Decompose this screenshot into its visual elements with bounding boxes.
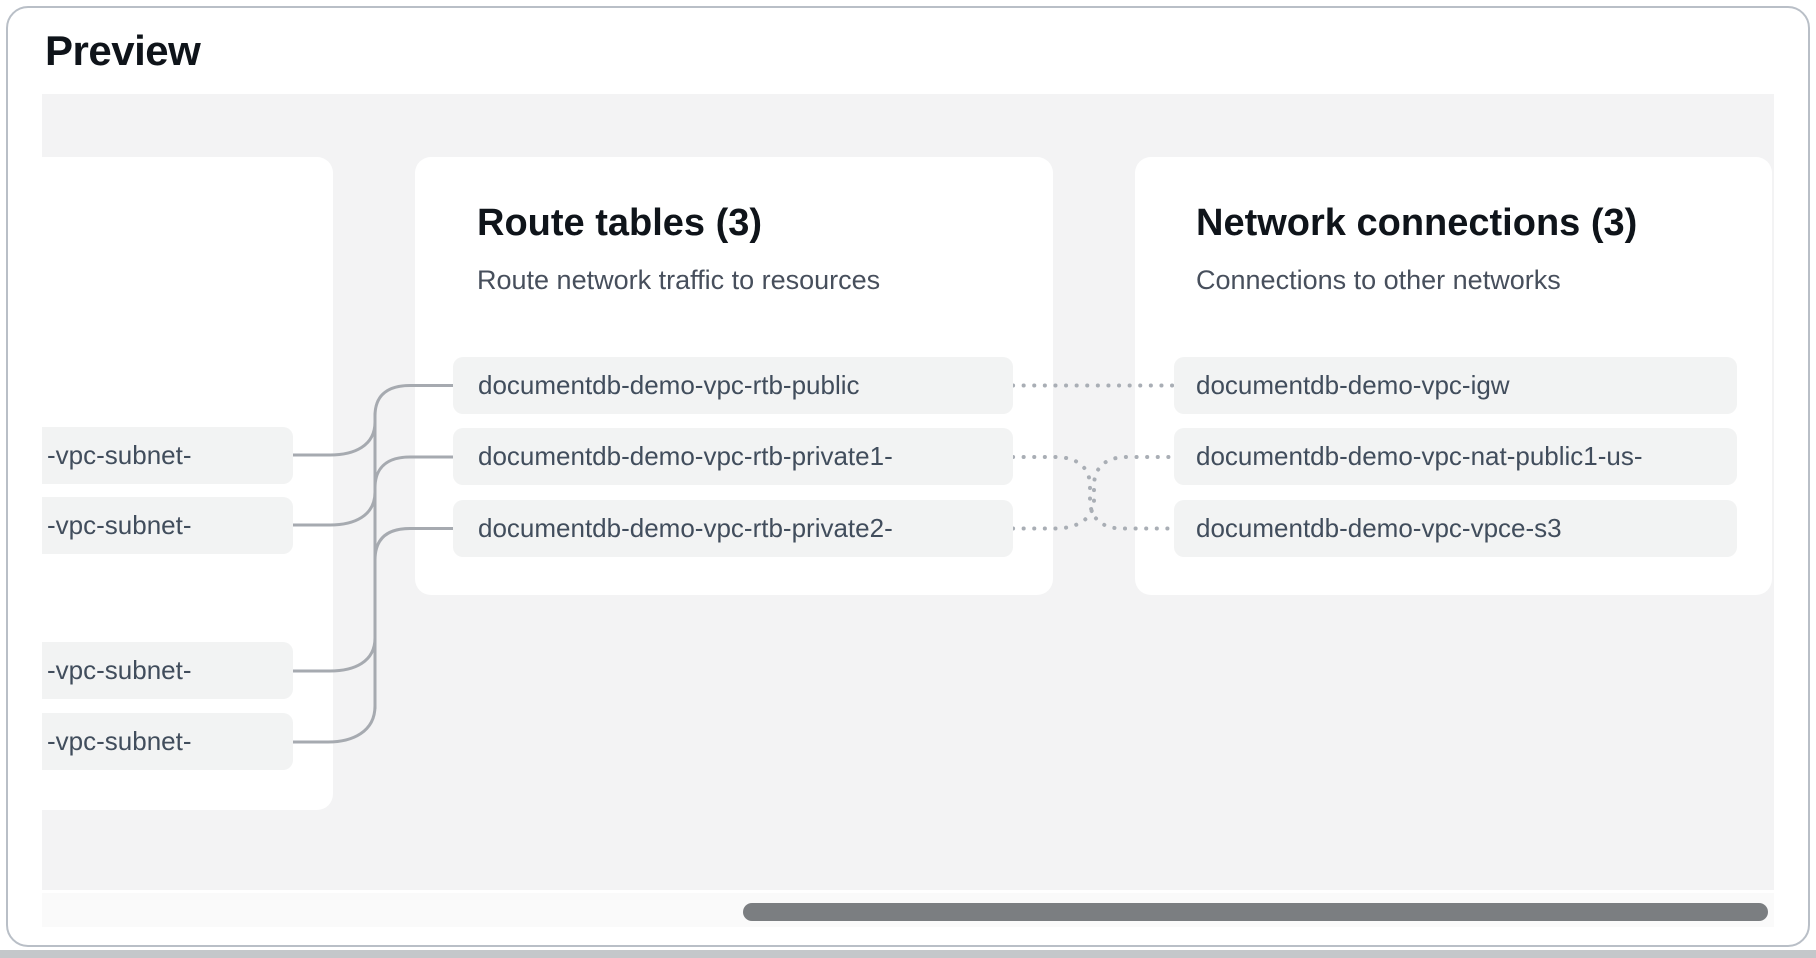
network-connection-item: documentdb-demo-vpc-vpce-s3 [1174,500,1737,557]
network-connection-item: documentdb-demo-vpc-nat-public1-us- [1174,428,1737,485]
preview-panel: Preview Route tables ( [6,6,1810,947]
network-connections-title: Network connections (3) [1196,202,1638,244]
subnet-item: -vpc-subnet- [42,642,293,699]
route-table-item: documentdb-demo-vpc-rtb-public [453,357,1013,414]
route-tables-subtitle: Route network traffic to resources [477,265,881,295]
horizontal-scrollbar-track[interactable] [42,893,1774,927]
subnet-item: -vpc-subnet- [42,427,293,484]
network-connections-subtitle: Connections to other networks [1196,265,1561,295]
preview-heading: Preview [45,27,201,74]
route-table-item: documentdb-demo-vpc-rtb-private1- [453,428,1013,485]
route-tables-title: Route tables (3) [477,202,763,244]
vpc-resource-map: Route tables (3) Route network traffic t… [42,94,1774,890]
subnet-item: -vpc-subnet- [42,713,293,770]
below-panel-divider [0,950,1816,958]
horizontal-scrollbar-thumb[interactable] [743,903,1768,921]
route-table-item: documentdb-demo-vpc-rtb-private2- [453,500,1013,557]
subnet-item: -vpc-subnet- [42,497,293,554]
network-connection-item: documentdb-demo-vpc-igw [1174,357,1737,414]
